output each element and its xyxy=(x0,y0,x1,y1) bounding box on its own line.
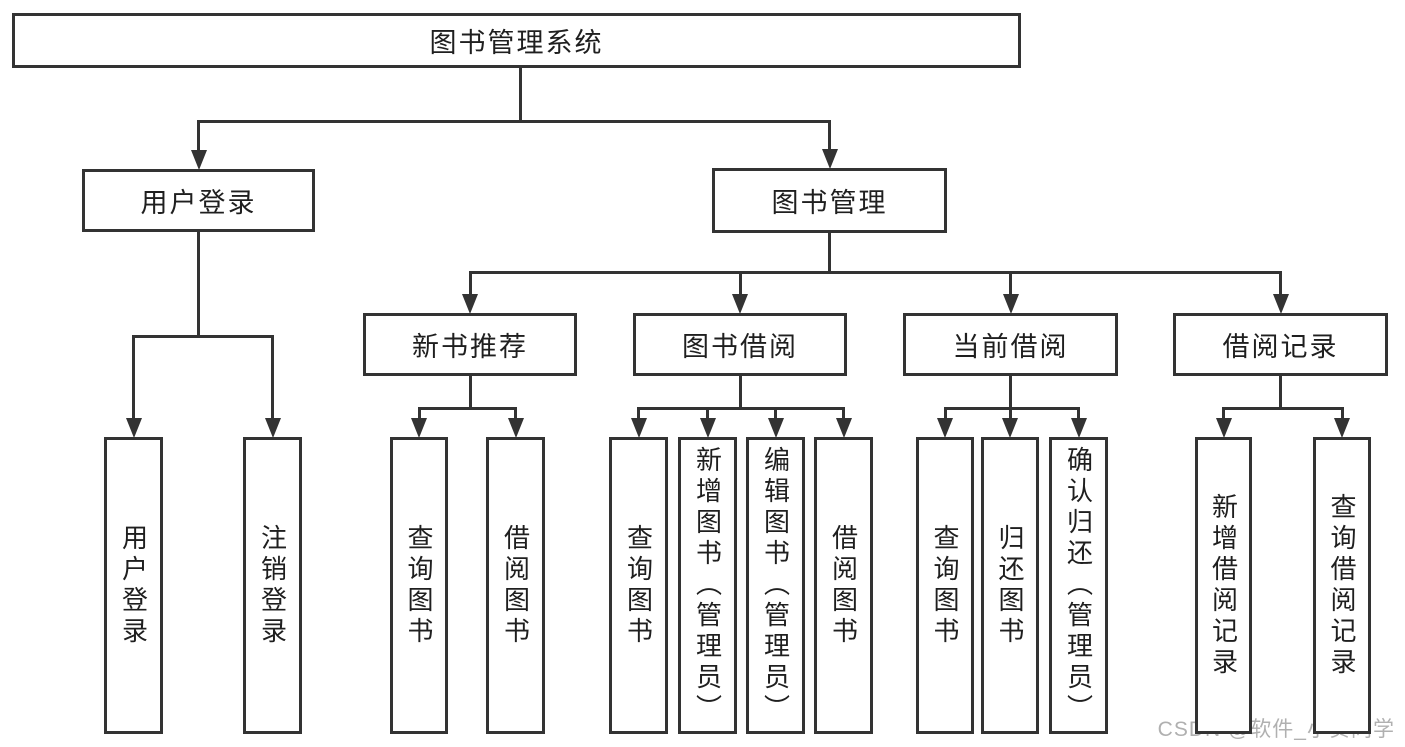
node-label: 新书推荐 xyxy=(412,332,528,362)
node-root: 图书管理系统 xyxy=(12,13,1021,68)
connector-line-vertical xyxy=(637,407,640,421)
node-user-login-group: 用户登录 xyxy=(82,169,315,232)
connector-arrowhead-down-icon xyxy=(411,418,427,438)
connector-arrowhead-down-icon xyxy=(1002,294,1019,314)
connector-line-vertical xyxy=(774,407,777,421)
connector-line-horizontal xyxy=(1222,407,1344,410)
node-label: 归还图书 xyxy=(995,523,1025,648)
connector-line-vertical xyxy=(468,376,472,410)
connector-arrowhead-down-icon xyxy=(125,418,142,438)
connector-line-horizontal xyxy=(417,407,517,410)
node-logout: 注销登录 xyxy=(243,437,302,734)
node-label: 新增借阅记录 xyxy=(1208,492,1239,679)
connector-arrowhead-down-icon xyxy=(835,418,852,438)
node-label: 用户登录 xyxy=(118,523,149,648)
connector-line-vertical xyxy=(738,271,742,297)
connector-arrowhead-down-icon xyxy=(1002,418,1018,438)
connector-line-vertical xyxy=(738,376,742,410)
connector-line-vertical xyxy=(1222,407,1225,421)
connector-line-vertical xyxy=(1279,271,1282,297)
node-label: 借阅记录 xyxy=(1222,332,1339,362)
connector-line-vertical xyxy=(1009,376,1012,410)
node-label: 借阅图书 xyxy=(500,523,531,648)
node-current-borrowing: 当前借阅 xyxy=(903,313,1118,376)
connector-arrowhead-down-icon xyxy=(462,294,478,314)
connector-line-horizontal xyxy=(197,120,831,123)
connector-line-vertical xyxy=(518,68,522,123)
node-bb-add-books: 新增图书（管理员） xyxy=(678,437,737,734)
connector-arrowhead-down-icon xyxy=(507,418,524,438)
connector-arrowhead-down-icon xyxy=(1070,418,1087,438)
node-nbr-query-books: 查询图书 xyxy=(390,437,448,734)
node-cb-query-books: 查询图书 xyxy=(916,437,974,734)
node-label: 查询图书 xyxy=(623,523,654,648)
connector-line-vertical xyxy=(706,407,709,421)
connector-line-vertical xyxy=(1340,407,1344,421)
node-label: 当前借阅 xyxy=(952,332,1069,362)
node-user-login: 用户登录 xyxy=(104,437,163,734)
node-book-borrowing: 图书借阅 xyxy=(633,313,847,376)
node-label: 新增图书（管理员） xyxy=(692,446,723,725)
node-new-book-recommend: 新书推荐 xyxy=(363,313,577,376)
connector-line-horizontal xyxy=(132,335,274,338)
connector-line-vertical xyxy=(1008,407,1012,421)
node-label: 注销登录 xyxy=(257,523,288,648)
node-label: 查询借阅记录 xyxy=(1327,492,1357,679)
node-label: 图书管理 xyxy=(771,188,888,218)
node-label: 查询图书 xyxy=(930,523,960,648)
connector-line-vertical xyxy=(1279,376,1282,410)
node-label: 编辑图书（管理员） xyxy=(760,446,791,725)
connector-arrowhead-down-icon xyxy=(937,418,953,438)
connector-line-vertical xyxy=(1077,407,1080,421)
connector-line-vertical xyxy=(417,407,421,421)
connector-line-horizontal xyxy=(468,271,1282,274)
node-label: 用户登录 xyxy=(140,188,257,218)
node-cb-confirm-return: 确认归还（管理员） xyxy=(1049,437,1108,734)
node-book-management: 图书管理 xyxy=(712,168,947,233)
connector-line-vertical xyxy=(828,233,831,274)
connector-arrowhead-down-icon xyxy=(264,418,281,438)
connector-arrowhead-down-icon xyxy=(1272,294,1289,314)
node-label: 确认归还（管理员） xyxy=(1063,446,1094,725)
connector-line-vertical xyxy=(132,335,135,421)
node-br-add-record: 新增借阅记录 xyxy=(1195,437,1252,734)
node-bb-query-books: 查询图书 xyxy=(609,437,668,734)
connector-line-horizontal xyxy=(943,407,1080,410)
connector-line-vertical xyxy=(468,271,472,297)
connector-arrowhead-down-icon xyxy=(1215,418,1232,438)
connector-arrowhead-down-icon xyxy=(630,418,647,438)
node-br-query-record: 查询借阅记录 xyxy=(1313,437,1371,734)
node-label: 图书管理系统 xyxy=(429,28,604,58)
connector-line-vertical xyxy=(271,335,274,421)
connector-arrowhead-down-icon xyxy=(767,418,784,438)
connector-line-vertical xyxy=(943,407,947,421)
connector-arrowhead-down-icon xyxy=(699,418,716,438)
node-label: 图书借阅 xyxy=(682,332,798,362)
node-borrowing-records: 借阅记录 xyxy=(1173,313,1388,376)
connector-line-vertical xyxy=(197,232,200,338)
node-label: 借阅图书 xyxy=(828,523,859,648)
node-bb-borrow-books: 借阅图书 xyxy=(814,437,873,734)
node-nbr-borrow-books: 借阅图书 xyxy=(486,437,545,734)
node-label: 查询图书 xyxy=(404,523,434,648)
connector-line-vertical xyxy=(514,407,517,421)
connector-arrowhead-down-icon xyxy=(190,150,207,170)
connector-arrowhead-down-icon xyxy=(732,294,748,314)
node-cb-return-books: 归还图书 xyxy=(981,437,1039,734)
connector-arrowhead-down-icon xyxy=(821,149,838,169)
connector-arrowhead-down-icon xyxy=(1334,418,1350,438)
connector-line-vertical xyxy=(828,120,831,152)
connector-line-horizontal xyxy=(637,407,845,410)
connector-line-vertical xyxy=(197,120,200,153)
node-bb-edit-books: 编辑图书（管理员） xyxy=(746,437,805,734)
connector-line-vertical xyxy=(842,407,845,421)
connector-line-vertical xyxy=(1009,271,1012,297)
